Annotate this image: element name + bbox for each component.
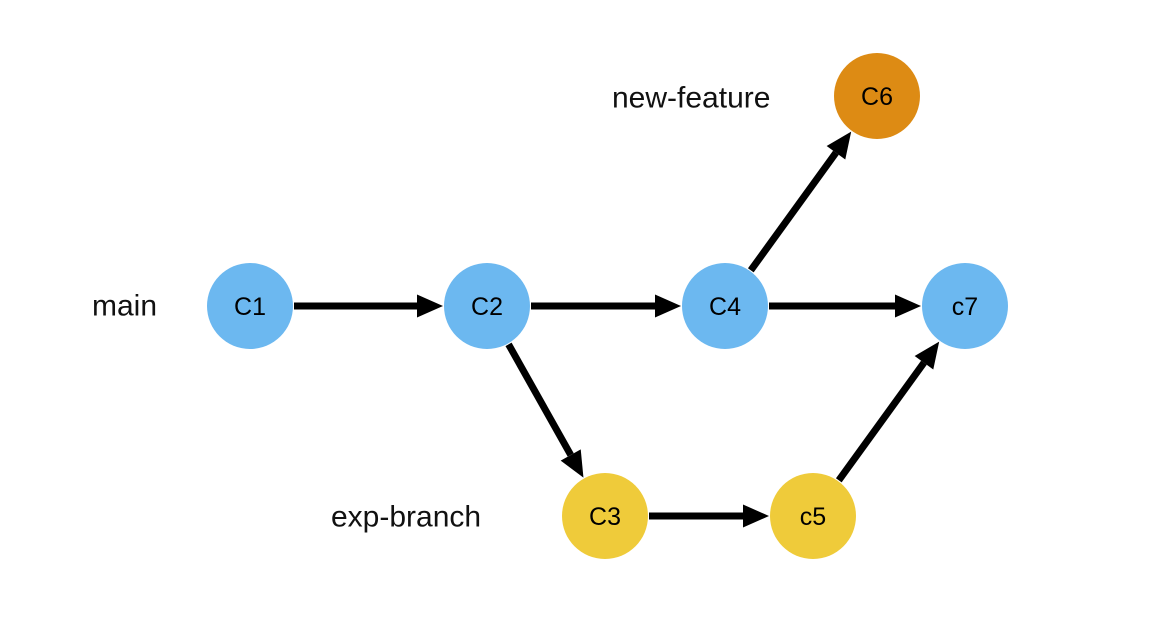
edge-line [505,342,574,457]
arrow-head-icon [914,341,940,370]
edge-line [747,150,839,273]
commit-circle[interactable] [682,263,768,349]
commit-node[interactable]: c7 [922,263,1008,349]
branch-name-label: exp-branch [331,501,481,534]
commit-label: c5 [800,503,826,531]
edges-layer [294,131,940,528]
commit-node[interactable]: C1 [207,263,293,349]
commit-node[interactable]: C3 [562,473,648,559]
commit-circle[interactable] [207,263,293,349]
commit-edge [649,504,769,528]
commit-circle[interactable] [922,263,1008,349]
commit-edge [769,294,921,318]
commit-label: C1 [234,293,266,321]
commit-node[interactable]: C6 [834,53,920,139]
commit-label: C4 [709,293,741,321]
commit-node[interactable]: C2 [444,263,530,349]
commit-edge [294,294,443,318]
arrow-head-icon [743,504,769,528]
arrow-head-icon [826,131,852,160]
commit-edge [835,341,940,483]
arrow-head-icon [417,294,443,318]
commit-node[interactable]: c5 [770,473,856,559]
commit-circle[interactable] [834,53,920,139]
commit-label: C2 [471,293,503,321]
arrow-head-icon [895,294,921,318]
commit-edge [505,342,584,478]
commit-circle[interactable] [770,473,856,559]
commit-circle[interactable] [562,473,648,559]
commit-label: c7 [952,293,978,321]
edge-line [835,360,927,483]
commit-label: C6 [861,83,893,111]
branch-name-label: new-feature [612,82,770,115]
commit-node[interactable]: C4 [682,263,768,349]
commit-circle[interactable] [444,263,530,349]
commit-edge [531,294,681,318]
commit-edge [747,131,852,273]
commit-label: C3 [589,503,621,531]
arrow-head-icon [655,294,681,318]
branch-labels-layer: main new-feature exp-branch [92,82,770,534]
arrow-head-icon [560,449,584,478]
branch-name-label: main [92,290,157,323]
